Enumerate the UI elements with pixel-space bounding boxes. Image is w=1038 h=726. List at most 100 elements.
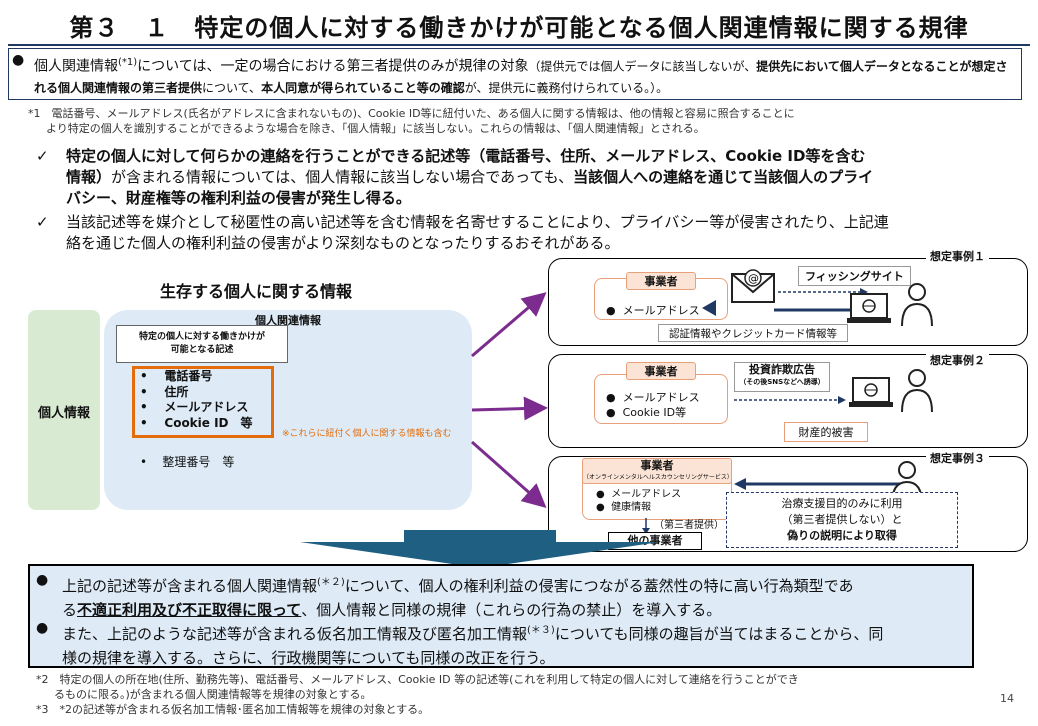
caption-line: 偽りの説明により取得 — [787, 529, 897, 542]
phishing-site-label: フィッシングサイト — [798, 266, 911, 286]
footnote-line: より特定の個人を識別することができるような場合を除き、「個人情報」に該当しない。… — [46, 122, 705, 135]
caption-line: 治療支援目的のみに利用 — [781, 497, 903, 510]
svg-text:@: @ — [748, 272, 759, 285]
case-3-label: 想定事例３ — [926, 450, 989, 466]
intro-bold: 本人同意が得られていること等の確認 — [261, 80, 465, 95]
summary-box — [28, 564, 974, 668]
intro-box — [8, 48, 1022, 100]
caption-line: （第三者提供しない）と — [781, 513, 903, 526]
summary-emphasis: 不適正利用及び不正取得に限って — [77, 601, 302, 619]
case-2-flow-arrow — [734, 396, 846, 404]
intro-part: （提供元では個人データに該当しないが、 — [528, 59, 757, 74]
footnote-1: *1 電話番号、メールアドレス(氏名がアドレスに含まれないもの)、Cookie … — [28, 106, 1028, 136]
arrow-case-1 — [471, 292, 547, 358]
intro-part: 個人関連情報 — [34, 58, 118, 75]
bullet-icon: ● — [36, 620, 49, 636]
case-1-label: 想定事例１ — [926, 248, 989, 264]
check-item-2: 当該記述等を媒介として秘匿性の高い記述等を含む情報を名寄せすることにより、プライ… — [66, 212, 1026, 254]
other-item: • 整理番号 等 — [140, 455, 235, 469]
list-item: ● メールアドレス — [606, 391, 700, 404]
arrow-case-2 — [471, 396, 548, 421]
check-item-1: 特定の個人に対して何らかの連絡を行うことができる記述等（電話番号、住所、メールア… — [66, 146, 1026, 209]
footnote-line: *3 *2の記述等が含まれる仮名加工情報･匿名加工情報等を規律の対象とする。 — [36, 703, 430, 716]
page-title: 第３ １ 特定の個人に対する働きかけが可能となる個人関連情報に関する規律 — [69, 14, 969, 42]
check-text: 当該個人への連絡を通じて当該個人のプライ — [573, 168, 874, 186]
footnote-ref: (＊３) — [527, 625, 555, 636]
diagram-heading: 生存する個人に関する情報 — [160, 282, 353, 301]
big-down-arrow — [300, 530, 660, 568]
summary-text: についても同様の趣旨が当てはまることから、同 — [554, 625, 884, 643]
summary-text: 、個人情報と同様の規律（これらの行為の禁止）を導入する。 — [301, 601, 722, 619]
check-icon: ✓ — [36, 147, 49, 165]
case-1-item: ● メールアドレス — [606, 304, 700, 317]
bullet-icon: ● — [36, 572, 49, 588]
case-2-operator: 事業者 — [626, 362, 696, 380]
case-2-label: 想定事例２ — [926, 352, 989, 368]
footnote-2: *2 特定の個人の所在地(住所、勤務先等)、電話番号、メールアドレス、Cooki… — [36, 672, 996, 717]
list-item: • 住所 — [140, 384, 189, 399]
intro-part: が、提供元に義務付けられている。）。 — [464, 80, 669, 95]
list-item: ● メールアドレス — [596, 489, 682, 500]
case-1-operator: 事業者 — [626, 272, 696, 290]
check-text: 当該記述等を媒介として秘匿性の高い記述等を含む情報を名寄せすることにより、プライ… — [66, 213, 889, 231]
case-3-operator: 事業者 （オンラインメンタルヘルスカウンセリングサービス） — [582, 458, 733, 484]
box-title: 可能となる記述 — [170, 345, 234, 355]
intro-text: 個人関連情報(*1)については、一定の場合における第三者提供のみが規律の対象（提… — [34, 52, 1018, 99]
personal-info-label: 個人情報 — [37, 406, 90, 421]
user-icon — [901, 369, 933, 413]
scam-ad-label: 投資詐欺広告 — [749, 363, 815, 376]
arrow-case-3 — [471, 440, 547, 508]
scam-ad-sub: （その後SNSなどへ誘導） — [739, 378, 825, 386]
list-item: • Cookie ID 等 — [140, 415, 253, 430]
page-number: 14 — [1000, 692, 1014, 705]
summary-text: について、個人の権利利益の侵害につながる蓋然性の特に高い行為類型であ — [344, 577, 854, 595]
footnote-line: *2 特定の個人の所在地(住所、勤務先等)、電話番号、メールアドレス、Cooki… — [36, 673, 799, 686]
case-2-caption: 財産的被害 — [784, 422, 868, 442]
footnote-line: *1 電話番号、メールアドレス(氏名がアドレスに含まれないもの)、Cookie … — [28, 107, 795, 120]
check-text: バシー、財産権等の権利利益の侵害が発生し得る。 — [66, 189, 411, 207]
intro-part: については、一定の場合における第三者提供のみが規律の対象 — [137, 58, 529, 75]
summary-text: また、上記のような記述等が含まれる仮名加工情報及び匿名加工情報 — [62, 625, 528, 643]
case-2-items: ● メールアドレス ● Cookie ID等 — [606, 390, 700, 420]
laptop-icon — [849, 377, 893, 407]
case-arrows — [471, 292, 548, 508]
third-party-label: （第三者提供） — [654, 520, 724, 531]
related-info-label: 個人関連情報 — [255, 314, 321, 327]
summary-item-1: 上記の記述等が含まれる個人関連情報(＊２)について、個人の権利利益の侵害につなが… — [62, 571, 968, 622]
check-text: 特定の個人に対して何らかの連絡を行うことができる記述等（電話番号、住所、メールア… — [66, 147, 866, 165]
check-text: が含まれる情報については、個人情報に該当しない場合であっても、 — [111, 168, 574, 186]
box-title: 特定の個人に対する働きかけが — [138, 332, 265, 342]
footnote-line: るものに限る。)が含まれる個人関連情報等を規律の対象とする。 — [54, 688, 372, 701]
summary-text: 様の規律を導入する。さらに、行政機関等についても同様の改正を行う。 — [62, 649, 555, 667]
scam-ad-box: 投資詐欺広告 （その後SNSなどへ誘導） — [734, 362, 830, 392]
case-1-caption: 認証情報やクレジットカード情報等 — [658, 324, 848, 342]
intro-part: について、 — [202, 80, 262, 95]
personal-info-panel — [28, 310, 100, 510]
laptop-icon — [847, 293, 891, 323]
check-text: 絡を通じた個人の権利利益の侵害がより深刻なものとなったりするおそれがある。 — [66, 234, 620, 252]
case-3-items: ● メールアドレス ● 健康情報 — [596, 488, 681, 514]
contact-items-list: • 電話番号 • 住所 • メールアドレス • Cookie ID 等 — [140, 369, 253, 431]
list-item: ● Cookie ID等 — [606, 406, 687, 419]
list-item: ● 健康情報 — [596, 502, 652, 513]
envelope-icon: @ — [731, 269, 775, 303]
title-underline — [8, 44, 1030, 46]
footnote-ref: (*1) — [118, 57, 138, 68]
linked-info-note: ※これらに紐付く個人に関する情報も含む — [282, 429, 452, 439]
footnote-ref: (＊２) — [317, 577, 345, 588]
summary-text: 上記の記述等が含まれる個人関連情報 — [62, 577, 318, 595]
list-item: • 電話番号 — [140, 369, 213, 383]
contactable-description-box: 特定の個人に対する働きかけが 可能となる記述 — [116, 325, 288, 363]
check-icon: ✓ — [36, 213, 49, 231]
intro-bold: 提供先において個人データとなることが想定される個人関連情報の第三者提供 — [34, 59, 1008, 95]
list-item: • メールアドレス — [140, 400, 249, 414]
case-3-operator-sub: （オンラインメンタルヘルスカウンセリングサービス） — [583, 474, 733, 481]
summary-item-2: また、上記のような記述等が含まれる仮名加工情報及び匿名加工情報(＊３)についても… — [62, 619, 968, 670]
summary-text: る — [62, 601, 78, 619]
arrow-left-icon — [702, 300, 716, 316]
bullet-icon: ● — [12, 52, 25, 68]
case-3-operator-label: 事業者 — [640, 459, 674, 472]
check-text: 情報） — [66, 168, 112, 186]
user-icon — [901, 283, 933, 327]
contact-items-box — [132, 366, 274, 438]
